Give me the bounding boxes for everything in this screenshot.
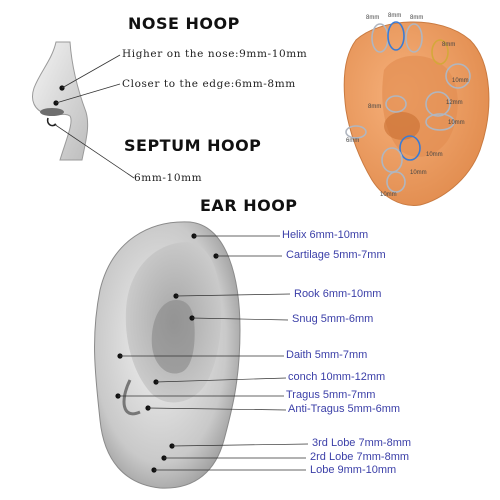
model-size-7: 12mm (446, 100, 463, 106)
model-size-12: 10mm (380, 192, 397, 198)
nose-higher-label: Higher on the nose:9mm-10mm (122, 48, 308, 60)
label-rook: Rook 6mm-10mm (294, 288, 382, 300)
nose-closer-label: Closer to the edge:6mm-8mm (122, 78, 296, 90)
label-snug: Snug 5mm-6mm (292, 313, 374, 325)
label-helix: Helix 6mm-10mm (282, 229, 369, 241)
ear-hoop-title: EAR HOOP (200, 196, 298, 215)
model-size-11: 10mm (410, 170, 427, 176)
model-size-8: 6mm (346, 138, 360, 144)
model-size-6: 8mm (368, 104, 382, 110)
label-2nd-lobe: 2rd Lobe 7mm-8mm (310, 451, 410, 463)
nose-hoop-title: NOSE HOOP (128, 14, 240, 33)
model-size-1: 8mm (366, 15, 380, 21)
label-lobe: Lobe 9mm-10mm (310, 464, 397, 476)
label-cartilage: Cartilage 5mm-7mm (286, 249, 386, 261)
label-tragus: Tragus 5mm-7mm (286, 389, 376, 401)
label-daith: Daith 5mm-7mm (286, 349, 368, 361)
label-3rd-lobe: 3rd Lobe 7mm-8mm (312, 437, 412, 449)
model-size-3: 8mm (410, 15, 424, 21)
septum-size-label: 6mm-10mm (134, 172, 203, 184)
model-size-2: 8mm (388, 13, 402, 19)
label-anti-tragus: Anti-Tragus 5mm-6mm (288, 403, 401, 415)
model-size-5: 10mm (452, 78, 469, 84)
model-size-9: 10mm (448, 120, 465, 126)
septum-hoop-title: SEPTUM HOOP (124, 136, 262, 155)
model-size-10: 10mm (426, 152, 443, 158)
model-size-4: 8mm (442, 42, 456, 48)
label-conch: conch 10mm-12mm (288, 371, 386, 383)
